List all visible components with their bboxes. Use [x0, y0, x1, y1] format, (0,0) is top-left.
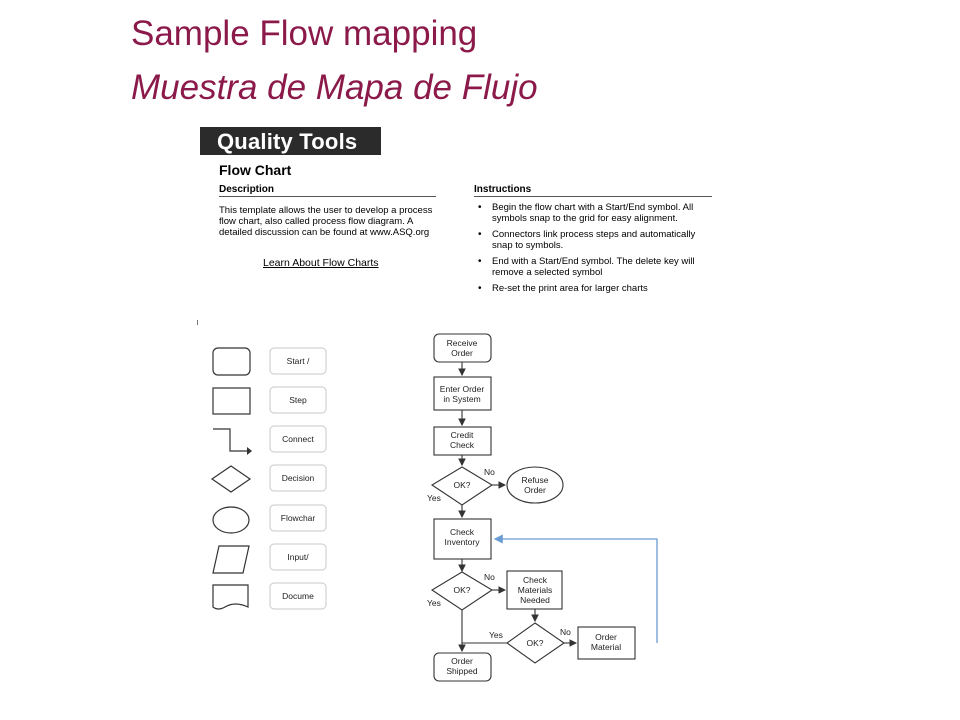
instruction-text: Re-set the print area for larger charts	[492, 283, 648, 294]
instruction-text: End with a Start/End symbol. The delete …	[492, 256, 695, 278]
instruction-text: Begin the flow chart with a Start/End sy…	[492, 202, 694, 224]
palette-button-input[interactable]	[269, 543, 327, 571]
palette-button-document[interactable]	[269, 582, 327, 610]
order-material-node	[577, 626, 636, 660]
order-shipped-node	[433, 652, 492, 682]
decision-label: OK?	[453, 585, 470, 595]
node-label: Material	[591, 642, 621, 652]
node-label: Order	[451, 348, 473, 358]
learn-about-flow-charts-link[interactable]: Learn About Flow Charts	[263, 257, 379, 269]
node-label: Check	[450, 440, 475, 450]
palette-button-step[interactable]	[269, 386, 327, 414]
instructions-heading: Instructions	[474, 184, 712, 197]
decision-node-3	[506, 622, 565, 664]
loop-back-connector	[493, 534, 658, 643]
yes-label: Yes	[489, 630, 503, 640]
bullet-icon: •	[478, 283, 482, 294]
check-inventory-node	[433, 518, 492, 560]
node-label: Needed	[520, 595, 550, 605]
no-label: No	[484, 467, 495, 477]
palette-button-decision[interactable]	[269, 464, 327, 492]
document-icon[interactable]	[212, 584, 249, 610]
node-label: Enter Order	[440, 384, 485, 394]
rounded-rectangle-icon[interactable]	[212, 347, 251, 376]
decision-label: OK?	[526, 638, 543, 648]
palette-button-start[interactable]	[269, 347, 327, 375]
diamond-icon[interactable]	[210, 465, 252, 493]
bullet-icon: •	[478, 256, 482, 267]
instruction-text: Connectors link process steps and automa…	[492, 229, 696, 251]
palette-label: Input/	[287, 552, 309, 562]
node-label: Materials	[518, 585, 552, 595]
ellipse-icon[interactable]	[212, 506, 250, 534]
parallelogram-icon[interactable]	[212, 545, 250, 574]
palette-label: Step	[289, 395, 307, 405]
template-title: Flow Chart	[219, 162, 292, 178]
node-label: Check	[523, 575, 548, 585]
palette-label: Flowchar	[281, 513, 316, 523]
instruction-item: • End with a Start/End symbol. The delete…	[478, 256, 718, 278]
arrowhead-icon	[247, 447, 252, 455]
palette-button-connect[interactable]	[269, 425, 327, 453]
bullet-icon: •	[478, 202, 482, 213]
brand-text: Quality Tools	[217, 129, 358, 154]
bullet-icon: •	[478, 229, 482, 240]
node-label: Receive	[447, 338, 478, 348]
decision-node-1	[430, 466, 494, 506]
description-text: This template allows the user to develop…	[219, 205, 433, 238]
divider-tick	[197, 320, 198, 325]
palette-label: Connect	[282, 434, 314, 444]
no-label: No	[484, 572, 495, 582]
node-label: Inventory	[445, 537, 481, 547]
no-label: No	[560, 627, 571, 637]
credit-check-node	[433, 426, 492, 456]
example-flow-chart: Receive Order Enter Order in System Cred…	[427, 333, 658, 682]
node-label: Check	[450, 527, 475, 537]
node-label: Order	[451, 656, 473, 666]
yes-label: Yes	[427, 493, 441, 503]
instruction-item: • Begin the flow chart with a Start/End s…	[478, 202, 718, 224]
palette-label: Decision	[282, 473, 315, 483]
slide-title: Sample Flow mapping	[131, 14, 478, 53]
rectangle-icon[interactable]	[212, 387, 251, 415]
node-label: Shipped	[446, 666, 477, 676]
enter-order-node	[433, 376, 492, 411]
check-materials-node	[506, 570, 563, 610]
palette-label: Start /	[287, 356, 310, 366]
receive-order-node	[433, 333, 492, 363]
palette-button-flowchart[interactable]	[269, 504, 327, 532]
instruction-item: • Connectors link process steps and autom…	[478, 229, 718, 251]
yes-label: Yes	[427, 598, 441, 608]
decision-node-2	[430, 571, 494, 611]
description-heading: Description	[219, 184, 436, 197]
instruction-item: • Re-set the print area for larger charts	[478, 283, 718, 294]
palette-label: Docume	[282, 591, 314, 601]
refuse-order-node	[506, 466, 564, 504]
node-label: Credit	[451, 430, 474, 440]
instructions-list: • Begin the flow chart with a Start/End s…	[478, 202, 718, 299]
elbow-connector-icon[interactable]	[213, 428, 247, 452]
slide-subtitle: Muestra de Mapa de Flujo	[131, 68, 538, 107]
node-label: Order	[595, 632, 617, 642]
node-label: Order	[524, 485, 546, 495]
quality-tools-banner: Quality Tools	[200, 127, 381, 155]
node-label: in System	[443, 394, 480, 404]
symbol-palette: Start / Step Connect Decision Flowchar I…	[210, 347, 327, 610]
decision-label: OK?	[453, 480, 470, 490]
node-label: Refuse	[522, 475, 549, 485]
